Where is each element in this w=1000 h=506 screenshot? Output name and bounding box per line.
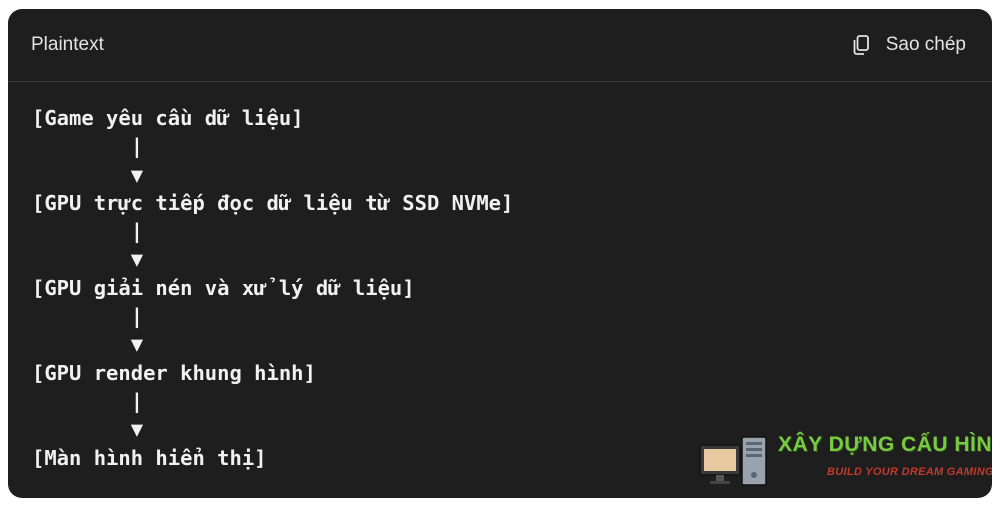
watermark-subtitle: BUILD YOUR DREAM GAMING PC: [827, 466, 992, 478]
code-line: ▼: [32, 417, 144, 442]
code-line: [GPU render khung hình]: [32, 360, 316, 385]
code-content: [Game yêu cầu dữ liệu] | ▼ [GPU trực tiế…: [32, 104, 992, 472]
code-line: ▼: [32, 332, 144, 357]
watermark-logo: XÂY DỰNG CẤU HÌNH BUILD YOUR DREAM GAMIN…: [698, 429, 992, 496]
code-line: |: [32, 388, 144, 413]
language-label: Plaintext: [31, 34, 104, 55]
code-line: [Game yêu cầu dữ liệu]: [32, 106, 304, 130]
computer-icon: [698, 431, 772, 496]
code-line: ▼: [32, 247, 144, 272]
copy-icon: [853, 35, 869, 55]
code-line: |: [32, 219, 144, 244]
code-line: [Màn hình hiển thị]: [32, 445, 267, 470]
code-block: Plaintext Sao chép [Game yêu cầu dữ liệu…: [8, 9, 992, 498]
code-line: [GPU giải nén và xử lý dữ liệu]: [32, 275, 415, 300]
watermark-title: XÂY DỰNG CẤU HÌNH: [778, 433, 992, 456]
code-block-header: Plaintext Sao chép: [8, 9, 992, 82]
copy-label: Sao chép: [885, 34, 966, 55]
code-line: |: [32, 134, 144, 159]
code-line: |: [32, 304, 144, 329]
code-line: ▼: [32, 162, 144, 187]
copy-button[interactable]: Sao chép: [853, 31, 966, 59]
code-line: [GPU trực tiếp đọc dữ liệu từ SSD NVMe]: [32, 190, 514, 215]
